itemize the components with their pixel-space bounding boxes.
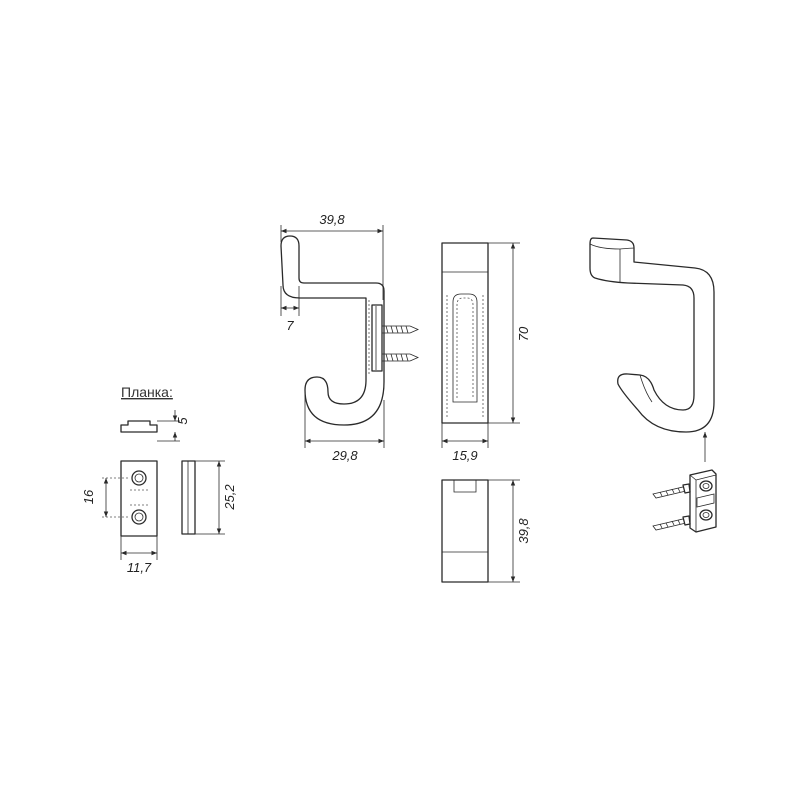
dim-plank-hole-spacing: 16 xyxy=(81,489,96,504)
plank-title: Планка: xyxy=(121,384,173,400)
dim-plank-width: 11,7 xyxy=(127,560,152,575)
dim-front-height: 70 xyxy=(516,326,531,341)
hook-side-view: 39,8 7 29,8 xyxy=(280,212,419,463)
dim-hook-tip: 7 xyxy=(286,318,294,333)
hook-front-view: 70 15,9 xyxy=(441,242,531,463)
hook-top-view: 39,8 xyxy=(441,479,531,583)
plank-isometric-view xyxy=(652,469,717,533)
dim-hook-bottom-width: 29,8 xyxy=(331,448,358,463)
screw xyxy=(652,483,691,499)
dim-hook-top-width: 39,8 xyxy=(319,212,345,227)
dim-plank-thickness: 5 xyxy=(175,417,190,425)
dim-plank-length: 25,2 xyxy=(222,484,237,511)
hook-isometric-view xyxy=(589,237,715,462)
dim-front-width: 15,9 xyxy=(452,448,477,463)
screw xyxy=(382,353,419,362)
screw xyxy=(382,325,419,334)
plank-detail: Планка: 5 16 11,7 25,2 xyxy=(81,384,237,575)
dim-top-depth: 39,8 xyxy=(516,518,531,544)
screw xyxy=(652,515,691,531)
